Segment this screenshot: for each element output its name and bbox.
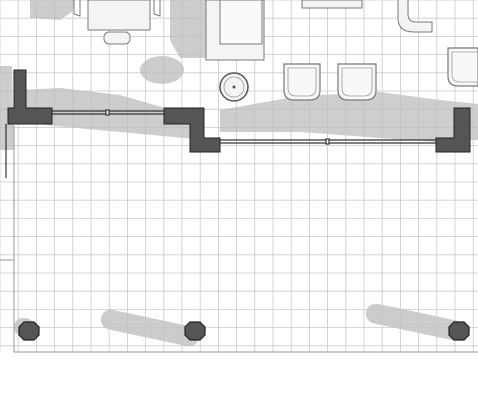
wall-right bbox=[435, 107, 471, 153]
shadow-top-strip bbox=[30, 0, 75, 20]
shadow-top-right bbox=[220, 92, 478, 142]
round-table-icon bbox=[219, 72, 249, 102]
chair-2-icon bbox=[337, 63, 377, 101]
beam-shadow-1 bbox=[100, 309, 200, 347]
column-icon bbox=[448, 321, 470, 341]
column-shadows bbox=[14, 303, 465, 347]
column-icon bbox=[184, 321, 206, 341]
window-lines bbox=[5, 109, 436, 178]
grid-border bbox=[0, 124, 478, 353]
shadow-oval bbox=[140, 56, 184, 84]
dining-table-icon bbox=[73, 0, 161, 45]
wall-center bbox=[163, 107, 221, 153]
furniture-layer bbox=[73, 0, 478, 102]
chair-3-icon bbox=[447, 47, 478, 87]
shadow-upper-mid bbox=[170, 0, 210, 58]
wall-left bbox=[7, 69, 53, 125]
beam-shadow-2 bbox=[365, 303, 465, 341]
cabinet-icon bbox=[301, 0, 363, 9]
window-mullion-1 bbox=[105, 109, 110, 116]
armchair-icon bbox=[205, 0, 265, 61]
walls-layer bbox=[7, 69, 471, 153]
curved-chair-icon bbox=[397, 0, 433, 33]
columns-layer bbox=[18, 321, 470, 341]
column-icon bbox=[18, 321, 40, 341]
window-mullion-2 bbox=[325, 138, 330, 145]
shadow-left bbox=[0, 66, 14, 150]
chair-1-icon bbox=[283, 63, 321, 101]
